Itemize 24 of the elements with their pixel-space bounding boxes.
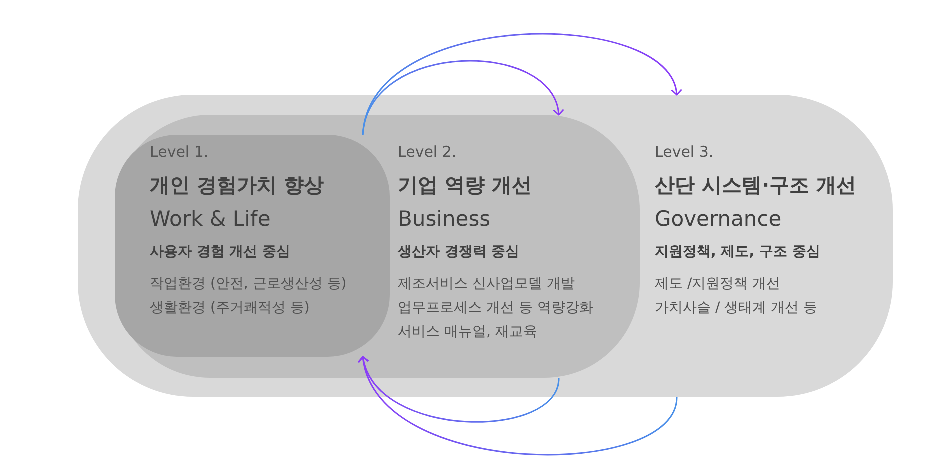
rounded-band (115, 115, 640, 378)
level-label: Level 1. (150, 143, 210, 161)
title: 기업 역량 개선 (398, 173, 533, 197)
focus-label: 생산자 경쟁력 중심 (398, 244, 521, 261)
description-line: 업무프로세스 개선 등 역량강화 (398, 298, 594, 318)
description-line: 제조서비스 신사업모델 개발 (398, 274, 576, 294)
description-line: 서비스 매뉴얼, 재교육 (398, 322, 538, 342)
curved-arrow (359, 356, 560, 423)
subtitle: Business (398, 207, 492, 232)
focus-label: 지원정책, 제도, 구조 중심 (655, 244, 822, 261)
focus-label: 사용자 경험 개선 중심 (150, 244, 292, 261)
description-line: 생활환경 (주거쾌적성 등) (150, 298, 311, 318)
subtitle: Governance (655, 207, 783, 232)
curved-arrow (358, 356, 678, 456)
title: 산단 시스템·구조 개선 (655, 173, 857, 197)
level-label: Level 2. (398, 143, 458, 161)
rounded-band (115, 135, 390, 357)
level-label: Level 3. (655, 143, 715, 161)
description-line: 작업환경 (안전, 근로생산성 등) (150, 274, 347, 294)
description-line: 가치사슬 / 생태계 개선 등 (655, 298, 819, 318)
description-line: 제도 /지원정책 개선 (655, 274, 782, 294)
subtitle: Work & Life (150, 207, 272, 232)
title: 개인 경험가치 향상 (150, 173, 325, 197)
curved-arrow (362, 34, 681, 136)
